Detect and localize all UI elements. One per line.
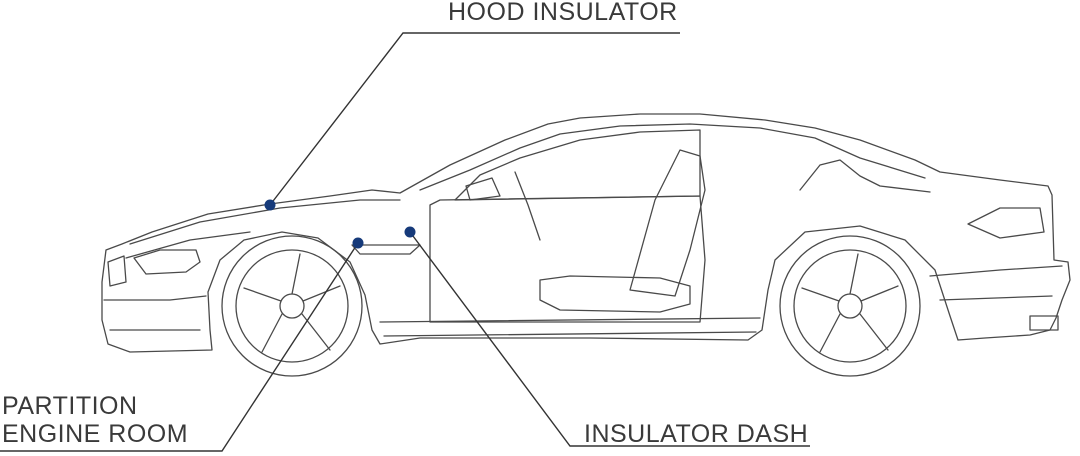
rear-rim xyxy=(793,249,907,363)
tail-light xyxy=(967,207,1045,239)
mirror xyxy=(465,177,501,201)
hood-insulator-marker xyxy=(264,199,276,211)
rear-bumper xyxy=(929,265,1063,301)
partition-marker xyxy=(352,237,364,249)
dash-leader-line xyxy=(409,231,810,447)
hood-leader-line xyxy=(269,32,680,206)
insulator-dash-marker xyxy=(404,226,416,238)
front-tire xyxy=(221,235,363,377)
fender-vent xyxy=(351,244,421,255)
grille xyxy=(107,255,127,287)
front-hub xyxy=(279,293,305,319)
seat-cushion xyxy=(539,275,691,313)
door-outline xyxy=(429,195,706,323)
headlight xyxy=(133,249,201,275)
partition-label-line2: ENGINE ROOM xyxy=(2,420,189,448)
rear-spokes xyxy=(801,253,899,353)
car-body-outline xyxy=(101,113,1071,353)
hood-line-lower xyxy=(125,231,251,259)
side-window xyxy=(454,129,701,201)
seat-back xyxy=(629,149,706,297)
insulator-dash-label: INSULATOR DASH xyxy=(584,420,809,448)
rear-tire xyxy=(779,235,921,377)
hood-insulator-label: HOOD INSULATOR xyxy=(448,0,678,26)
side-sill xyxy=(379,317,761,337)
exhaust xyxy=(1029,315,1059,331)
partition-engine-room-label: PARTITION ENGINE ROOM xyxy=(2,392,188,448)
rear-window xyxy=(799,159,931,193)
front-spokes xyxy=(243,253,341,353)
front-rim xyxy=(235,249,349,363)
front-bumper xyxy=(103,295,207,331)
rear-hub xyxy=(837,293,863,319)
partition-leader-line xyxy=(0,242,359,452)
hood-line xyxy=(129,199,401,245)
partition-label-line1: PARTITION xyxy=(2,392,138,420)
window-line xyxy=(419,123,926,191)
steering-wheel xyxy=(514,171,541,241)
